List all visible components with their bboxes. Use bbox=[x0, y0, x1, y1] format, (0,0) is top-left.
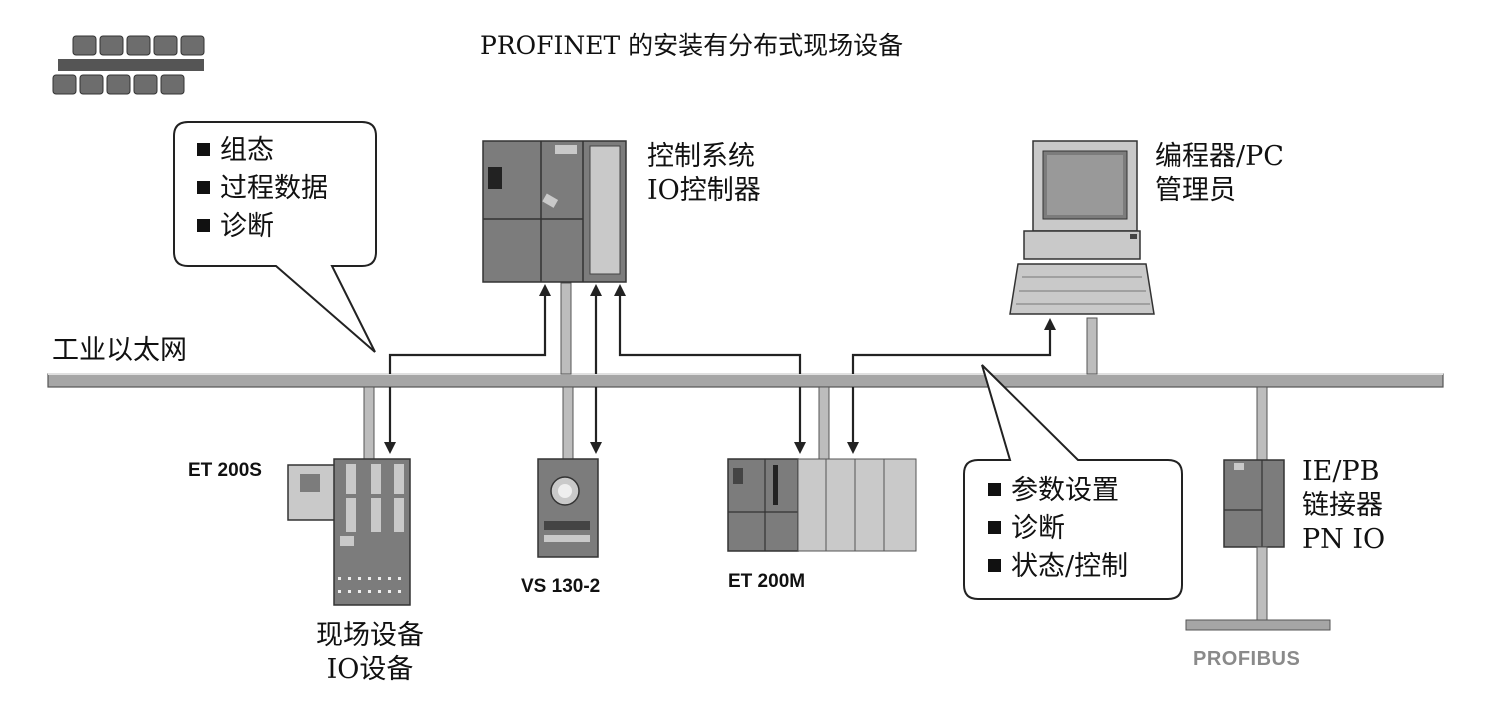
page-title: PROFINET 的安装有分布式现场设备 bbox=[480, 31, 904, 60]
profibus-label: PROFIBUS bbox=[1193, 648, 1301, 670]
et200s-drop-cable bbox=[363, 386, 375, 460]
callout-right-item: 状态/控制 bbox=[988, 550, 1128, 588]
profinet-logo bbox=[52, 35, 205, 95]
callout-right-item: 诊断 bbox=[988, 512, 1128, 550]
bullet-icon bbox=[197, 181, 210, 194]
vs130-device bbox=[537, 458, 599, 558]
bullet-icon bbox=[197, 219, 210, 232]
et200m-up-arrow bbox=[614, 284, 802, 374]
et200m-drop-cable bbox=[818, 386, 830, 460]
vs130-label: VS 130-2 bbox=[521, 576, 601, 597]
controller-drop-cable bbox=[560, 282, 572, 375]
industrial-ethernet-bus bbox=[47, 373, 1444, 388]
vs130-drop-cable bbox=[562, 386, 574, 460]
et200m-label: ET 200M bbox=[728, 571, 806, 592]
bullet-icon bbox=[988, 559, 1001, 572]
programmer-pc-device bbox=[1009, 140, 1155, 315]
bullet-icon bbox=[988, 483, 1001, 496]
callout-right-item: 参数设置 bbox=[988, 474, 1128, 512]
controller-label: 控制系统 IO控制器 bbox=[647, 141, 761, 206]
callout-left-item: 过程数据 bbox=[197, 172, 328, 210]
callout-left-list: 组态 过程数据 诊断 bbox=[197, 134, 328, 248]
network-label: 工业以太网 bbox=[52, 335, 187, 366]
iepb-drop-cable bbox=[1256, 386, 1268, 462]
et200s-label: ET 200S bbox=[188, 460, 262, 481]
callout-left-bubble bbox=[173, 121, 377, 353]
profibus-bus bbox=[1185, 619, 1331, 631]
field-device-label: 现场设备 IO设备 bbox=[316, 620, 424, 685]
pc-up-arrow bbox=[851, 318, 1056, 374]
config-arrow bbox=[388, 284, 551, 374]
bullet-icon bbox=[988, 521, 1001, 534]
ie-pb-link-device bbox=[1223, 459, 1285, 621]
callout-right-bubble bbox=[963, 364, 1183, 600]
programmer-label: 编程器/PC 管理员 bbox=[1155, 141, 1284, 206]
et200m-device bbox=[727, 458, 917, 552]
ie-pb-label: IE/PB 链接器 PN IO bbox=[1302, 456, 1386, 555]
callout-left-item: 诊断 bbox=[197, 210, 328, 248]
bullet-icon bbox=[197, 143, 210, 156]
callout-right-list: 参数设置 诊断 状态/控制 bbox=[988, 474, 1128, 588]
io-controller-device bbox=[482, 140, 627, 283]
callout-left-item: 组态 bbox=[197, 134, 328, 172]
pc-drop-cable bbox=[1086, 317, 1098, 375]
et200s-device bbox=[287, 458, 411, 606]
